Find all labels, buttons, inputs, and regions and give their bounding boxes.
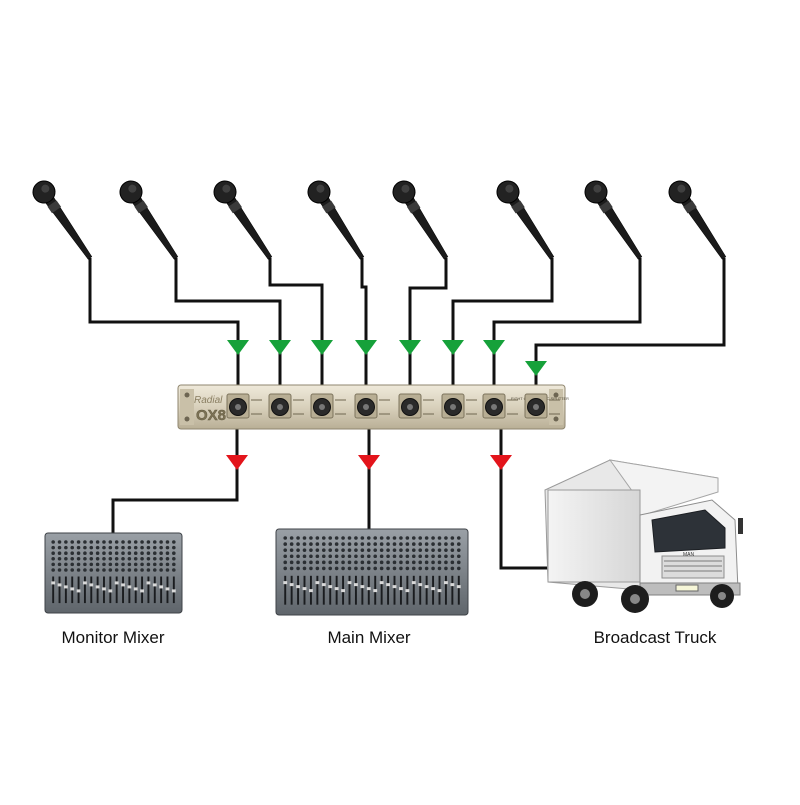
splitter-brand: Radial xyxy=(194,395,223,406)
broadcast-truck: MAN xyxy=(544,459,743,613)
input-cable-7 xyxy=(492,258,642,395)
mic-7-icon xyxy=(584,180,643,260)
xlr-jack-5 xyxy=(398,393,434,419)
input-cable-3 xyxy=(268,258,324,395)
input-arrow-7 xyxy=(483,340,505,355)
output-arrow-main xyxy=(358,455,380,470)
xlr-jack-8 xyxy=(524,393,560,419)
input-arrows xyxy=(227,340,547,376)
microphones xyxy=(32,180,727,260)
monitor-mixer xyxy=(44,532,183,614)
xlr-jack-7 xyxy=(482,393,518,419)
truck-brand: MAN xyxy=(683,552,695,558)
mic-3-icon xyxy=(213,180,273,260)
input-arrow-4 xyxy=(355,340,377,355)
xlr-jack-1 xyxy=(226,393,262,419)
input-cable-2 xyxy=(174,258,282,395)
mic-8-icon xyxy=(668,180,727,260)
mic-1-icon xyxy=(32,180,93,260)
input-arrow-6 xyxy=(442,340,464,355)
input-arrow-2 xyxy=(269,340,291,355)
input-cable-8 xyxy=(534,258,726,395)
xlr-jack-4 xyxy=(354,393,390,419)
mic-4-icon xyxy=(307,180,365,260)
mic-5-icon xyxy=(392,180,449,260)
xlr-jacks xyxy=(226,393,560,419)
main-mixer xyxy=(275,528,469,616)
cable-to-broadcast-truck xyxy=(499,425,552,570)
input-cables xyxy=(88,258,726,395)
input-arrow-8 xyxy=(525,361,547,376)
output-arrow-truck xyxy=(490,455,512,470)
input-arrow-5 xyxy=(399,340,421,355)
input-arrow-1 xyxy=(227,340,249,355)
mic-2-icon xyxy=(119,180,179,260)
input-arrow-3 xyxy=(311,340,333,355)
monitor-mixer-label: Monitor Mixer xyxy=(61,628,165,647)
output-arrow-monitor xyxy=(226,455,248,470)
cable-to-monitor-mixer xyxy=(111,425,239,535)
input-cable-1 xyxy=(88,258,240,395)
xlr-jack-6 xyxy=(441,393,477,419)
input-cable-5 xyxy=(408,258,448,395)
mic-splitter-unit: Radial OX8 EIGHT CHANNEL MIC SPLITTER xyxy=(177,384,569,430)
mic-6-icon xyxy=(496,180,555,260)
input-cable-4 xyxy=(360,258,368,395)
splitter-model: OX8 xyxy=(196,407,226,424)
main-mixer-label: Main Mixer xyxy=(327,628,411,647)
output-arrows xyxy=(226,455,512,470)
broadcast-truck-label: Broadcast Truck xyxy=(593,628,717,647)
xlr-jack-3 xyxy=(310,393,346,419)
xlr-jack-2 xyxy=(268,393,304,419)
